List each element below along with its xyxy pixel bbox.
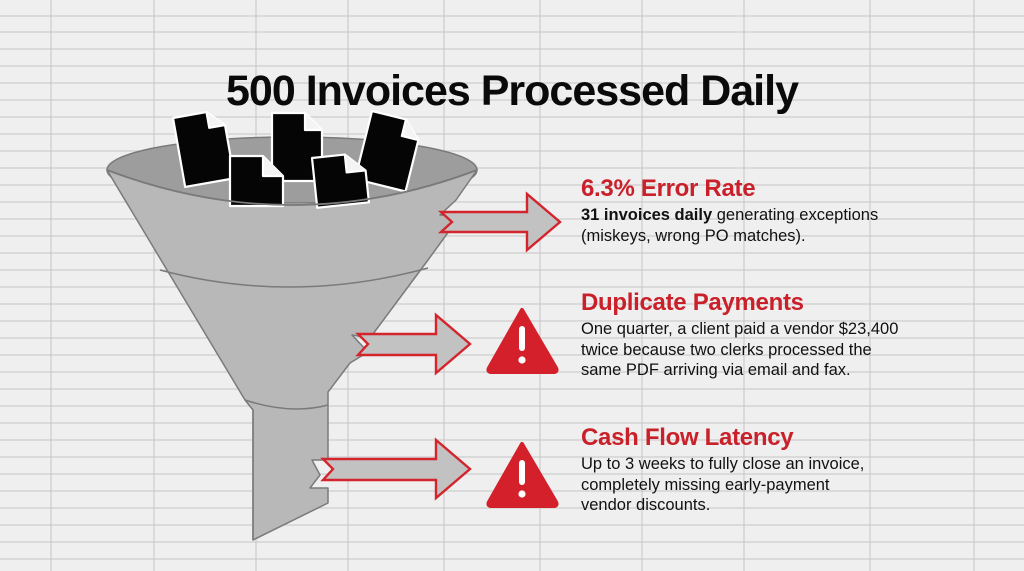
- callout-duplicate-payments: Duplicate Payments One quarter, a client…: [581, 289, 898, 381]
- callout-body: 31 invoices daily generating exceptions(…: [581, 206, 879, 245]
- callout-heading: 6.3% Error Rate: [581, 175, 756, 202]
- document-icon: [270, 111, 324, 183]
- arrow-right-icon: [355, 312, 472, 376]
- document-icon: [310, 153, 371, 209]
- warning-triangle-icon: [486, 442, 559, 508]
- arrow-right-icon: [437, 191, 562, 253]
- callout-cash-flow-latency: Cash Flow Latency Up to 3 weeks to fully…: [581, 424, 864, 516]
- document-icon: [171, 110, 236, 189]
- warning-triangle-icon: [486, 308, 559, 374]
- callout-error-rate: 6.3% Error Rate 31 invoices daily genera…: [581, 175, 878, 246]
- callout-body: One quarter, a client paid a vendor $23,…: [581, 320, 899, 379]
- arrow-right-icon: [320, 437, 472, 501]
- document-icon: [228, 154, 285, 208]
- document-icons: [171, 109, 420, 209]
- callout-heading: Cash Flow Latency: [581, 424, 794, 451]
- page-title: 500 Invoices Processed Daily: [226, 66, 799, 115]
- callout-heading: Duplicate Payments: [581, 289, 804, 316]
- callout-body: Up to 3 weeks to fully close an invoice,…: [581, 455, 865, 514]
